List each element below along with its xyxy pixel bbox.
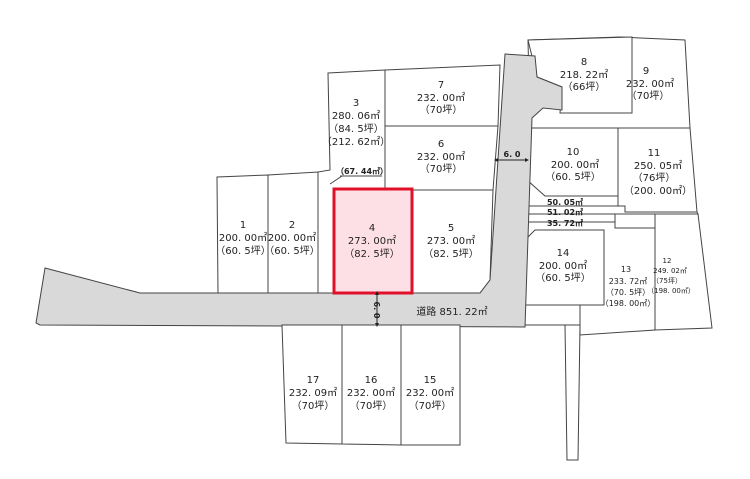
svg-text:249. 02㎡: 249. 02㎡ — [653, 267, 687, 275]
svg-text:4: 4 — [369, 223, 375, 234]
strip-35-label: 35. 72㎡ — [547, 218, 583, 228]
svg-text:15: 15 — [424, 375, 437, 386]
svg-text:232. 00㎡: 232. 00㎡ — [417, 151, 465, 163]
svg-text:3: 3 — [353, 98, 359, 109]
road — [35, 53, 563, 328]
svg-text:16: 16 — [365, 375, 378, 386]
svg-text:280. 06㎡: 280. 06㎡ — [332, 110, 380, 122]
svg-text:（200. 00㎡）: （200. 00㎡） — [624, 185, 692, 197]
svg-text:（75坪）: （75坪） — [652, 277, 682, 285]
svg-text:（67. 44㎡）: （67. 44㎡） — [336, 166, 388, 176]
svg-text:（198. 00㎡）: （198. 00㎡） — [601, 299, 656, 308]
lot-4-selected[interactable] — [332, 187, 414, 295]
svg-text:218. 22㎡: 218. 22㎡ — [560, 69, 608, 81]
svg-text:（60. 5坪）: （60. 5坪） — [535, 271, 590, 284]
svg-text:12: 12 — [663, 257, 672, 265]
svg-text:10: 10 — [567, 147, 580, 158]
svg-text:（66坪）: （66坪） — [563, 80, 606, 93]
svg-text:（82. 5坪）: （82. 5坪） — [344, 247, 399, 260]
svg-text:232. 00㎡: 232. 00㎡ — [417, 92, 465, 104]
svg-text:200. 00㎡: 200. 00㎡ — [551, 159, 599, 171]
svg-text:250. 05㎡: 250. 05㎡ — [634, 160, 682, 172]
svg-text:（82. 5坪）: （82. 5坪） — [423, 247, 478, 260]
svg-text:13: 13 — [621, 265, 631, 274]
svg-text:232. 00㎡: 232. 00㎡ — [406, 387, 454, 399]
svg-text:（70坪）: （70坪） — [292, 399, 335, 412]
svg-text:6: 6 — [438, 139, 444, 150]
side-road-width-label: 6. 0 — [504, 150, 521, 159]
strip-50-label: 50. 05㎡ — [547, 197, 583, 207]
svg-text:232. 09㎡: 232. 09㎡ — [289, 387, 337, 399]
strip-side — [564, 324, 581, 461]
svg-text:8: 8 — [581, 57, 587, 68]
svg-text:11: 11 — [648, 148, 661, 159]
lot-15[interactable] — [400, 324, 461, 446]
svg-text:9: 9 — [643, 66, 649, 77]
svg-text:14: 14 — [557, 248, 570, 259]
svg-text:5: 5 — [448, 223, 454, 234]
svg-text:（70. 5坪）: （70. 5坪） — [606, 288, 650, 297]
svg-text:232. 00㎡: 232. 00㎡ — [626, 78, 674, 90]
svg-text:（84. 5坪）: （84. 5坪） — [328, 122, 383, 135]
svg-text:（60. 5坪）: （60. 5坪） — [545, 170, 600, 183]
svg-text:1: 1 — [240, 220, 246, 231]
svg-text:200. 00㎡: 200. 00㎡ — [539, 260, 587, 272]
svg-text:273. 00㎡: 273. 00㎡ — [427, 235, 475, 247]
svg-text:（60. 5坪）: （60. 5坪） — [264, 244, 319, 257]
svg-text:（70坪）: （70坪） — [350, 399, 393, 412]
strip-51-label: 51. 02㎡ — [547, 207, 583, 217]
svg-text:（76坪）: （76坪） — [633, 171, 676, 184]
svg-text:（198. 00㎡）: （198. 00㎡） — [647, 287, 695, 295]
svg-text:17: 17 — [307, 375, 320, 386]
svg-text:200. 00㎡: 200. 00㎡ — [268, 232, 316, 244]
svg-text:（70坪）: （70坪） — [420, 103, 463, 116]
lot-12-label: 12 249. 02㎡ （75坪） （198. 00㎡） — [647, 257, 695, 295]
svg-text:2: 2 — [289, 220, 295, 231]
svg-text:（70坪）: （70坪） — [409, 399, 452, 412]
svg-text:（60. 5坪）: （60. 5坪） — [215, 244, 270, 257]
svg-text:7: 7 — [438, 80, 444, 91]
road-label: 道路 851. 22㎡ — [416, 305, 487, 318]
lot-13-label: 13 233. 72㎡ （70. 5坪） （198. 00㎡） — [601, 265, 656, 308]
svg-text:（70坪）: （70坪） — [420, 162, 463, 175]
road-width-label: 6. 0 — [372, 302, 381, 319]
svg-text:273. 00㎡: 273. 00㎡ — [348, 235, 396, 247]
note-leader — [329, 175, 343, 185]
svg-text:（70坪）: （70坪） — [627, 89, 670, 102]
svg-text:200. 00㎡: 200. 00㎡ — [219, 232, 267, 244]
svg-text:（212. 62㎡）: （212. 62㎡） — [322, 136, 390, 148]
svg-text:233. 72㎡: 233. 72㎡ — [609, 277, 648, 286]
svg-text:232. 00㎡: 232. 00㎡ — [347, 387, 395, 399]
